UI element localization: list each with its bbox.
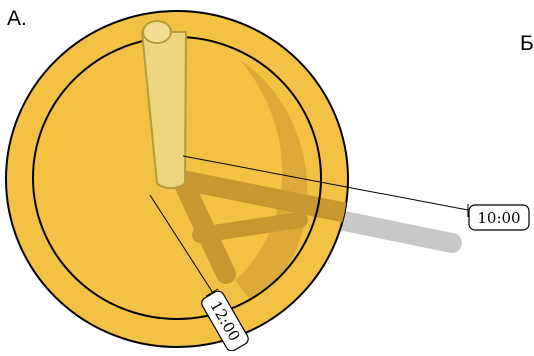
time-label-10-00: 10:00	[477, 209, 520, 227]
panel-label-b: Б	[520, 33, 534, 54]
gnomon-top	[143, 21, 171, 43]
callout-10-00: 10:00	[469, 205, 529, 230]
panel-label-a: A.	[7, 8, 27, 29]
